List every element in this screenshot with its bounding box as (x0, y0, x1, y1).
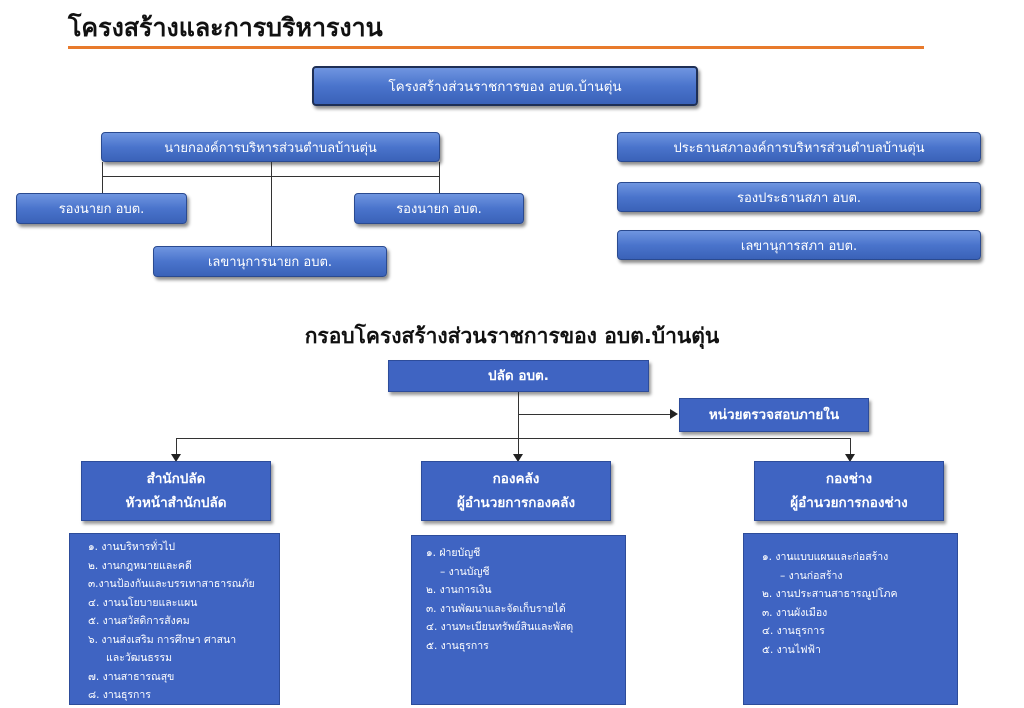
structure-root-box: โครงสร้างส่วนราชการของ อบต.บ้านตุ่น (312, 66, 698, 106)
list-item: ๒. งานประสานสาธารณูปโภค (762, 588, 898, 600)
framework-title: กรอบโครงสร้างส่วนราชการของ อบต.บ้านตุ่น (304, 324, 720, 348)
deputy-mayor-right-box: รองนายก อบต. (354, 193, 524, 224)
arrow-right-icon (670, 409, 678, 419)
list-item: ๑. งานบริหารทั่วไป (88, 541, 176, 553)
division-name: สำนักปลัด (146, 471, 206, 487)
connector-line (518, 438, 519, 454)
list-item: ๕. งานธุรการ (426, 639, 489, 652)
list-item: ๑. ฝ่ายบัญชี (426, 547, 481, 559)
division-finance-header: กองคลัง ผู้อำนวยการกองคลัง (421, 461, 611, 521)
list-item: ๔. งานนโยบายและแผน (88, 596, 198, 609)
list-item: ๗. งานสาธารณสุข (88, 670, 175, 683)
division-finance-tasks: ๑. ฝ่ายบัญชี – งานบัญชี ๒. งานการเงิน ๓.… (411, 535, 626, 705)
list-item: ๖. งานส่งเสริม การศึกษา ศาสนา (88, 633, 237, 646)
council-secretary-box: เลขานุการสภา อบต. (617, 230, 981, 260)
mayor-secretary-box: เลขานุการนายก อบต. (153, 246, 387, 277)
list-item: และวัฒนธรรม (106, 652, 173, 664)
list-item: ๔. งานทะเบียนทรัพย์สินและพัสดุ (426, 621, 574, 633)
division-engineering-tasks: ๑. งานแบบแผนและก่อสร้าง – งานก่อสร้าง ๒.… (743, 533, 958, 705)
connector-line (518, 414, 670, 415)
connector-line (271, 162, 272, 246)
chief-admin-label: ปลัด อบต. (488, 368, 549, 384)
list-item: ๓. งานพัฒนาและจัดเก็บรายได้ (426, 602, 566, 615)
list-item: ๑. งานแบบแผนและก่อสร้าง (762, 551, 889, 563)
arrow-down-icon (171, 454, 181, 462)
division-name: กองคลัง (492, 471, 540, 487)
list-item: ๔. งานธุรการ (762, 625, 825, 637)
list-item: ๘. งานธุรการ (88, 689, 151, 701)
list-item: ๒. งานกฎหมายและคดี (88, 559, 192, 572)
connector-line (102, 162, 103, 193)
division-office-header: สำนักปลัด หัวหน้าสำนักปลัด (81, 461, 271, 521)
division-head: ผู้อำนวยการกองช่าง (790, 495, 908, 511)
deputy-mayor-left-box: รองนายก อบต. (16, 193, 187, 224)
council-vice-president-box: รองประธานสภา อบต. (617, 182, 981, 212)
arrow-down-icon (845, 454, 855, 462)
connector-line (176, 438, 177, 454)
connector-line (176, 438, 850, 439)
internal-audit-label: หน่วยตรวจสอบภายใน (708, 407, 840, 423)
list-item: – งานบัญชี (440, 565, 490, 578)
council-president-box: ประธานสภาองค์การบริหารส่วนตำบลบ้านตุ่น (617, 132, 981, 162)
division-office-tasks: ๑. งานบริหารทั่วไป ๒. งานกฎหมายและคดี ๓.… (69, 533, 280, 705)
list-item: ๕. งานสวัสดิการสังคม (88, 615, 190, 627)
connector-line (439, 162, 440, 193)
chief-admin-box: ปลัด อบต. (388, 360, 649, 392)
division-head: หัวหน้าสำนักปลัด (125, 495, 227, 511)
list-item: ๓. งานผังเมือง (762, 606, 828, 619)
arrow-down-icon (513, 454, 523, 462)
list-item: ๒. งานการเงิน (426, 584, 492, 596)
mayor-box: นายกองค์การบริหารส่วนตำบลบ้านตุ่น (101, 132, 440, 162)
list-item: ๕. งานไฟฟ้า (762, 643, 821, 656)
internal-audit-box: หน่วยตรวจสอบภายใน (679, 398, 869, 432)
division-engineering-header: กองช่าง ผู้อำนวยการกองช่าง (754, 461, 944, 521)
connector-line (518, 392, 519, 438)
page-title: โครงสร้างและการบริหารงาน (68, 13, 383, 42)
list-item: – งานก่อสร้าง (780, 569, 843, 582)
title-underline (68, 46, 924, 49)
list-item: ๓.งานป้องกันและบรรเทาสาธารณภัย (88, 578, 255, 590)
division-head: ผู้อำนวยการกองคลัง (456, 495, 576, 511)
division-name: กองช่าง (825, 471, 873, 487)
connector-line (850, 438, 851, 454)
